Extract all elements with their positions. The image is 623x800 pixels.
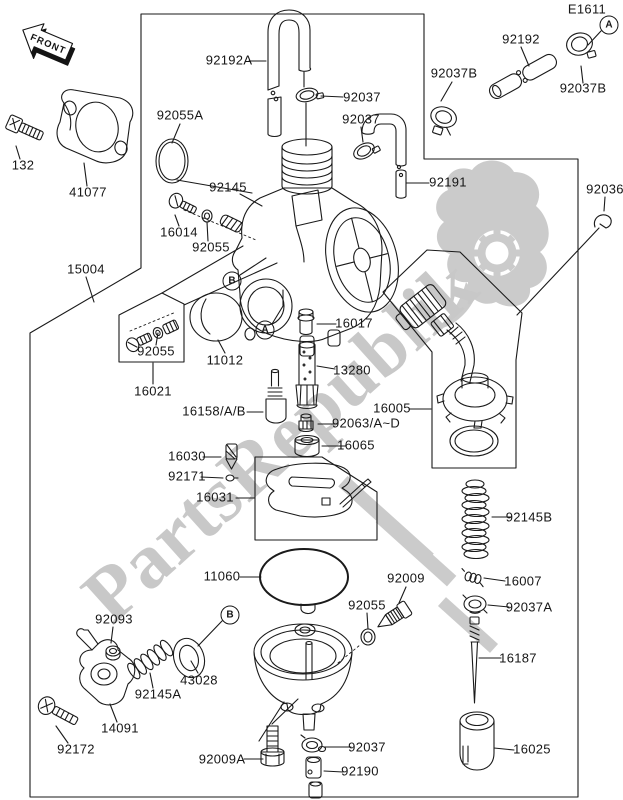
part-label-132: 132 — [11, 157, 35, 173]
part-label-16005: 16005 — [373, 400, 411, 416]
part-label-16187: 16187 — [499, 650, 537, 666]
part-label-16065: 16065 — [337, 437, 375, 453]
part-label-92192: 92192 — [502, 31, 540, 47]
part-label-14091: 14091 — [101, 720, 139, 736]
part-cup-16025 — [459, 711, 495, 771]
part-label-92172: 92172 — [57, 741, 95, 757]
part-label-92055: 92055 — [137, 343, 175, 359]
part-plug-16017 — [297, 308, 315, 336]
part-needle-jet-13280 — [295, 341, 319, 410]
part-label-92192A: 92192A — [205, 52, 253, 68]
part-clamp-92037B-right — [566, 32, 597, 59]
part-oring-92055-bottom — [360, 628, 376, 646]
part-hose-92191 — [361, 113, 407, 199]
part-label-92037: 92037 — [348, 739, 386, 755]
page-code: E1611 — [567, 1, 607, 17]
part-label-92009: 92009 — [387, 570, 425, 586]
part-label-92145B: 92145B — [505, 509, 553, 525]
part-label-92191: 92191 — [429, 174, 467, 190]
part-label-92171: 92171 — [168, 468, 206, 484]
part-label-92055: 92055 — [348, 597, 386, 613]
part-jet-92063 — [298, 413, 314, 433]
part-label-16021: 16021 — [134, 383, 172, 399]
part-label-16030: 16030 — [168, 448, 206, 464]
part-valve-16030 — [225, 443, 238, 470]
part-label-92037: 92037 — [343, 89, 381, 105]
assembly-box-15004 — [29, 13, 579, 798]
part-holder-16065 — [294, 434, 320, 458]
leader-lines — [15, 30, 606, 773]
part-label-92037B: 92037B — [430, 65, 478, 81]
part-label-92145: 92145 — [209, 179, 247, 195]
part-label-11012: 11012 — [206, 352, 244, 368]
part-label-92063/A~D: 92063/A~D — [331, 415, 401, 431]
part-label-43028: 43028 — [180, 672, 218, 688]
part-label-16031: 16031 — [196, 489, 234, 505]
ref-circle-A: A — [599, 15, 619, 35]
part-holder-41077 — [56, 89, 134, 164]
part-screw-92172 — [37, 696, 79, 726]
part-label-92037B: 92037B — [559, 80, 607, 96]
part-label-92037: 92037 — [342, 111, 380, 127]
part-spring-16007 — [461, 568, 484, 588]
part-clip-92036 — [593, 214, 612, 229]
part-hose-92192A — [267, 9, 312, 138]
part-label-16017: 16017 — [335, 315, 373, 331]
ref-circle-A: A — [255, 320, 275, 340]
part-washer-92055 — [201, 209, 213, 223]
part-label-16007: 16007 — [504, 573, 542, 589]
part-label-16158/A/B: 16158/A/B — [182, 403, 246, 419]
part-spring-92145B — [461, 479, 490, 560]
part-spring-92145A — [127, 639, 174, 680]
part-label-92190: 92190 — [341, 763, 379, 779]
part-holder-16158 — [265, 368, 287, 424]
part-lever-14091 — [76, 628, 136, 706]
ref-circle-B: B — [220, 605, 240, 625]
box-16021 — [118, 292, 185, 363]
part-gasket-11060 — [259, 548, 349, 615]
part-clamp-92037B-left — [430, 106, 457, 136]
part-label-16025: 16025 — [513, 741, 551, 757]
part-spring-92145 — [219, 214, 243, 233]
part-label-41077: 41077 — [69, 184, 107, 200]
part-jet-92009 — [377, 600, 413, 628]
part-label-92145A: 92145A — [134, 686, 182, 702]
part-label-92093: 92093 — [95, 611, 133, 627]
part-ring-43028 — [172, 637, 206, 679]
part-screw-16014 — [168, 192, 197, 214]
part-drain-bolt-92009A — [260, 725, 285, 767]
part-clamp-92037-mid — [353, 142, 381, 160]
ref-circle-B: B — [222, 271, 242, 291]
part-label-15004: 15004 — [67, 261, 105, 277]
part-label-92036: 92036 — [586, 181, 623, 197]
part-clip-92037-bottom — [300, 734, 327, 753]
part-label-92055A: 92055A — [156, 107, 204, 123]
part-tube-92190 — [305, 756, 323, 799]
part-label-11060: 11060 — [203, 568, 241, 584]
part-label-92037A: 92037A — [505, 599, 553, 615]
part-label-13280: 13280 — [333, 362, 371, 378]
part-clip-92171 — [225, 474, 239, 482]
part-label-16014: 16014 — [160, 224, 198, 240]
part-carb-top-cap — [281, 138, 333, 195]
part-cap-11012 — [189, 292, 243, 342]
part-screw-set-16021 — [125, 319, 180, 353]
part-tube-92192 — [488, 53, 558, 99]
part-oring-92055A — [155, 138, 189, 184]
part-label-92055: 92055 — [192, 239, 230, 255]
part-bolt-132 — [5, 114, 44, 141]
part-label-92009A: 92009A — [198, 751, 246, 767]
part-float-bowl — [253, 623, 353, 731]
part-clamp-92037-top — [295, 87, 325, 147]
